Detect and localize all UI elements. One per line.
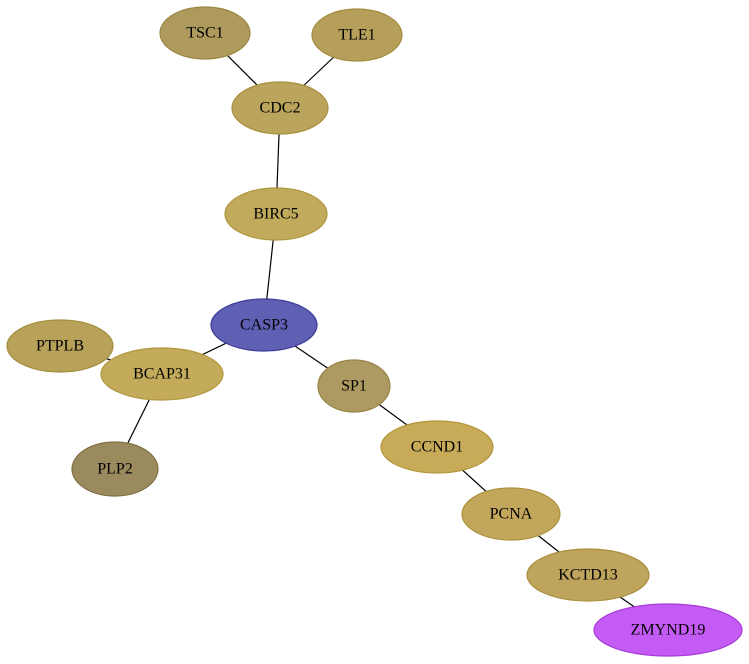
node-label: ZMYND19 <box>631 622 706 639</box>
node-ellipse <box>526 548 650 602</box>
node-tsc1[interactable]: TSC1 <box>159 6 251 60</box>
node-ellipse <box>311 8 403 62</box>
node-ellipse <box>100 347 224 401</box>
node-label: BIRC5 <box>253 206 298 223</box>
node-ellipse <box>317 359 391 413</box>
node-label: CDC2 <box>260 100 301 117</box>
node-ptplb[interactable]: PTPLB <box>6 319 114 373</box>
node-bcap31[interactable]: BCAP31 <box>100 347 224 401</box>
node-plp2[interactable]: PLP2 <box>71 441 159 497</box>
node-label: CASP3 <box>240 317 288 334</box>
node-ellipse <box>159 6 251 60</box>
node-label: PCNA <box>490 506 533 523</box>
node-label: BCAP31 <box>133 366 191 383</box>
node-label: TLE1 <box>338 27 375 44</box>
node-ellipse <box>210 298 318 352</box>
node-tle1[interactable]: TLE1 <box>311 8 403 62</box>
node-label: KCTD13 <box>558 567 618 584</box>
node-ellipse <box>71 441 159 497</box>
node-ccnd1[interactable]: CCND1 <box>380 420 494 474</box>
node-cdc2[interactable]: CDC2 <box>231 81 329 135</box>
node-label: SP1 <box>341 378 367 395</box>
node-label: PTPLB <box>36 338 84 355</box>
node-ellipse <box>461 487 561 541</box>
node-label: PLP2 <box>97 461 133 478</box>
node-pcna[interactable]: PCNA <box>461 487 561 541</box>
node-casp3[interactable]: CASP3 <box>210 298 318 352</box>
node-zmynd19[interactable]: ZMYND19 <box>593 603 743 657</box>
node-ellipse <box>224 187 328 241</box>
node-sp1[interactable]: SP1 <box>317 359 391 413</box>
node-kctd13[interactable]: KCTD13 <box>526 548 650 602</box>
node-label: CCND1 <box>411 439 463 456</box>
node-ellipse <box>593 603 743 657</box>
node-birc5[interactable]: BIRC5 <box>224 187 328 241</box>
node-ellipse <box>380 420 494 474</box>
node-ellipse <box>231 81 329 135</box>
node-ellipse <box>6 319 114 373</box>
node-label: TSC1 <box>186 25 223 42</box>
edges-layer <box>59 32 669 631</box>
